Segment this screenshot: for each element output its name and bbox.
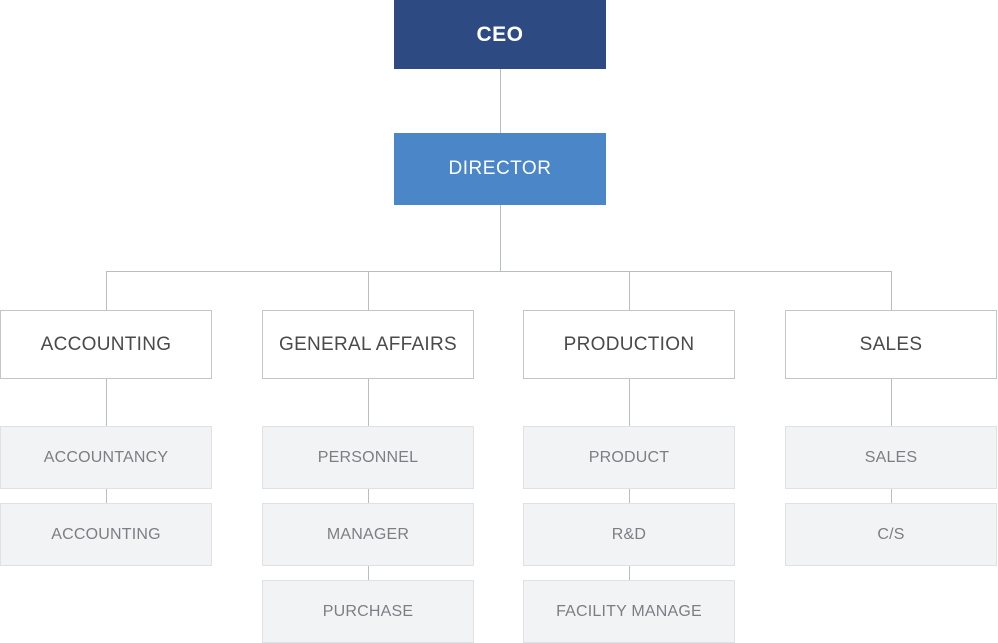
node-department-accounting[interactable]: ACCOUNTING [0,310,212,379]
node-team-accountancy[interactable]: ACCOUNTANCY [0,426,212,489]
connector-bus-accounting [106,271,107,310]
node-team-cs[interactable]: C/S [785,503,997,566]
node-department-sales[interactable]: SALES [785,310,997,379]
node-director[interactable]: DIRECTOR [394,133,606,205]
node-team-facility-manage-label: FACILITY MANAGE [556,602,702,620]
node-team-purchase[interactable]: PURCHASE [262,580,474,643]
node-ceo-label: CEO [476,22,524,46]
node-team-accounting-label: ACCOUNTING [51,525,161,543]
node-department-general-affairs-label: GENERAL AFFAIRS [278,333,457,355]
node-department-general-affairs[interactable]: GENERAL AFFAIRS [262,310,474,379]
node-team-personnel-label: PERSONNEL [317,448,419,466]
node-department-accounting-label: ACCOUNTING [40,333,172,355]
node-department-production[interactable]: PRODUCTION [523,310,735,379]
connector-bus-production [629,271,630,310]
node-team-accountancy-label: ACCOUNTANCY [43,448,169,466]
node-team-cs-label: C/S [877,525,905,543]
node-department-sales-label: SALES [859,333,923,355]
node-team-product-label: PRODUCT [588,448,670,466]
node-team-manager-label: MANAGER [326,525,410,543]
node-team-product[interactable]: PRODUCT [523,426,735,489]
connector-department-bus [106,271,892,272]
node-department-production-label: PRODUCTION [563,333,695,355]
connector-ceo-director [500,69,501,133]
node-team-sales[interactable]: SALES [785,426,997,489]
connector-director-bus [500,205,501,272]
node-team-personnel[interactable]: PERSONNEL [262,426,474,489]
node-team-sales-label: SALES [864,448,918,466]
node-ceo[interactable]: CEO [394,0,606,69]
connector-bus-general-affairs [368,271,369,310]
node-team-facility-manage[interactable]: FACILITY MANAGE [523,580,735,643]
node-team-accounting[interactable]: ACCOUNTING [0,503,212,566]
node-team-rnd[interactable]: R&D [523,503,735,566]
node-team-purchase-label: PURCHASE [322,602,414,620]
connector-bus-sales [891,271,892,310]
node-team-manager[interactable]: MANAGER [262,503,474,566]
node-team-rnd-label: R&D [611,525,647,543]
node-director-label: DIRECTOR [448,158,552,179]
